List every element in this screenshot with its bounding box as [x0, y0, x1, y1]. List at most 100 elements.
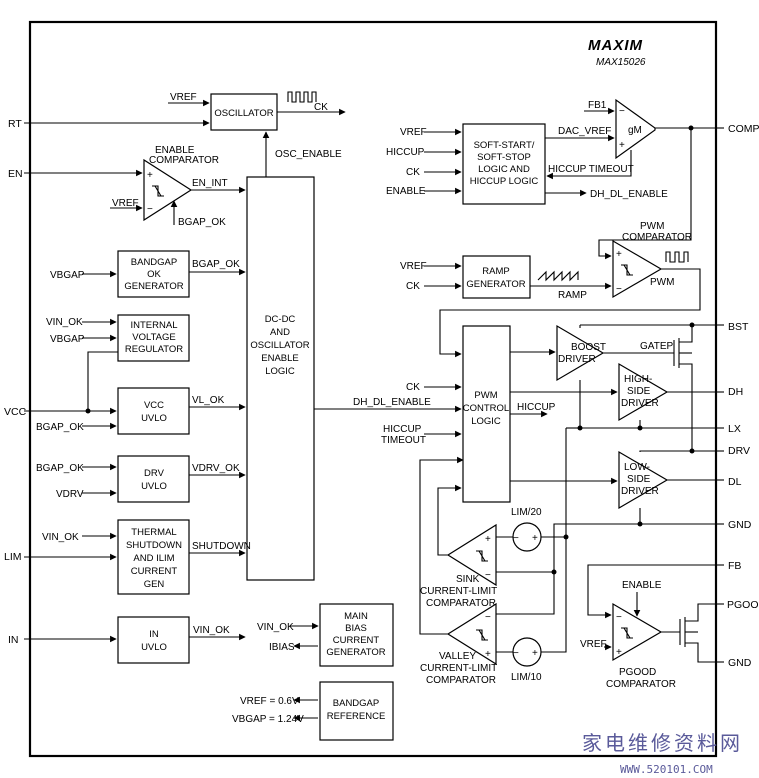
signal-vin-ok-1: VIN_OK	[46, 317, 83, 328]
signal-pwm-out: PWM	[650, 277, 674, 288]
signal-ck-ss: CK	[406, 167, 420, 178]
valley-current-limit-comparator: − +	[446, 602, 497, 666]
pin-bst: BST	[728, 321, 749, 333]
svg-text:+: +	[616, 249, 622, 260]
svg-text:DRV: DRV	[144, 468, 165, 479]
svg-text:REGULATOR: REGULATOR	[125, 344, 183, 355]
signal-vref-osc: VREF	[170, 92, 197, 103]
pin-in: IN	[8, 634, 19, 646]
signal-enable-pgood: ENABLE	[622, 580, 662, 591]
svg-text:−: −	[147, 204, 153, 215]
svg-text:+: +	[616, 647, 622, 658]
sink-label-3: COMPARATOR	[426, 598, 496, 609]
pwm-comparator: + −	[612, 239, 663, 299]
pin-dh: DH	[728, 386, 743, 398]
signal-vref-value: VREF = 0.6V	[240, 696, 299, 707]
svg-text:+: +	[485, 534, 491, 545]
signal-bgap-ok-3: BGAP_OK	[36, 463, 84, 474]
signal-osc-enable: OSC_ENABLE	[275, 149, 342, 160]
signal-enable-ss: ENABLE	[386, 186, 426, 197]
signal-vin-ok-2: VIN_OK	[42, 532, 79, 543]
signal-shutdown: SHUTDOWN	[192, 541, 251, 552]
oscillator-block: OSCILLATOR	[210, 93, 278, 131]
svg-text:BANDGAP: BANDGAP	[333, 698, 379, 709]
soft-start-logic-block: SOFT-START/ SOFT-STOP LOGIC AND HICCUP L…	[462, 123, 546, 205]
signal-lim20: LIM/20	[511, 507, 542, 518]
svg-text:+: +	[532, 533, 538, 544]
pwm-comparator-label-2: COMPARATOR	[622, 232, 692, 243]
watermark-cn: 家电维修资料网	[582, 731, 743, 755]
valley-label-2: CURRENT-LIMIT	[420, 663, 497, 674]
enable-comparator: + −	[143, 158, 193, 222]
svg-text:GENERATOR: GENERATOR	[326, 647, 385, 658]
vcc-uvlo-block: VCC UVLO	[117, 387, 190, 435]
svg-text:SIDE: SIDE	[627, 474, 651, 485]
gm-amplifier: gM − +	[615, 98, 656, 160]
signal-bgap-ok-en: BGAP_OK	[178, 217, 226, 228]
part-number: MAX15026	[596, 57, 646, 68]
svg-text:−: −	[485, 570, 491, 581]
svg-text:REFERENCE: REFERENCE	[327, 711, 386, 722]
sink-label-2: CURRENT-LIMIT	[420, 586, 497, 597]
svg-text:SIDE: SIDE	[627, 386, 651, 397]
svg-text:BOOST: BOOST	[571, 342, 606, 353]
signal-ck-osc: CK	[314, 102, 328, 113]
svg-text:BANDGAP: BANDGAP	[131, 257, 177, 268]
signal-vref-en: VREF	[112, 198, 139, 209]
signal-vref-ramp: VREF	[400, 261, 427, 272]
signal-en-int: EN_INT	[192, 178, 228, 189]
signal-dh-dl-enable-main: DH_DL_ENABLE	[353, 397, 431, 408]
enable-comparator-label-2: COMPARATOR	[149, 155, 219, 166]
signal-vin-ok-out: VIN_OK	[193, 625, 230, 636]
low-side-driver: LOW- SIDE DRIVER	[618, 450, 669, 510]
svg-text:HIGH-: HIGH-	[624, 374, 652, 385]
svg-text:DRIVER: DRIVER	[621, 486, 659, 497]
signal-vref-pgood: VREF	[580, 639, 607, 650]
svg-text:HICCUP LOGIC: HICCUP LOGIC	[470, 176, 539, 187]
svg-text:+: +	[147, 170, 153, 181]
signal-dac-vref: DAC_VREF	[558, 126, 611, 137]
clock-wave-icon	[287, 91, 317, 103]
signal-vbgap-2: VBGAP	[50, 334, 85, 345]
svg-text:VOLTAGE: VOLTAGE	[132, 332, 175, 343]
internal-voltage-regulator-block: INTERNAL VOLTAGE REGULATOR	[117, 314, 190, 362]
svg-text:CURRENT: CURRENT	[131, 566, 178, 577]
pgood-comparator: − +	[612, 602, 663, 662]
pgood-label-2: COMPARATOR	[606, 679, 676, 690]
signal-vin-ok-bias: VIN_OK	[257, 622, 294, 633]
signal-hiccup-timeout-1: HICCUP	[383, 424, 422, 435]
signal-ck-pwm: CK	[406, 382, 420, 393]
signal-vdrv: VDRV	[56, 489, 84, 500]
svg-text:DC-DC: DC-DC	[265, 314, 296, 325]
bandgap-ok-generator-block: BANDGAP OK GENERATOR	[117, 250, 190, 298]
svg-text:LOGIC AND: LOGIC AND	[478, 164, 530, 175]
pin-comp: COMP	[728, 123, 759, 135]
pgood-label-1: PGOOD	[619, 667, 656, 678]
pin-gnd: GND	[728, 519, 752, 531]
signal-hiccup-in: HICCUP	[386, 147, 425, 158]
svg-text:UVLO: UVLO	[141, 413, 167, 424]
signal-vdrv-ok: VDRV_OK	[192, 463, 240, 474]
signal-ck-ramp: CK	[406, 281, 420, 292]
pwm-control-logic-block: PWM CONTROL LOGIC	[462, 325, 511, 503]
svg-text:GEN: GEN	[144, 579, 165, 590]
svg-text:SHUTDOWN: SHUTDOWN	[126, 540, 182, 551]
svg-text:−: −	[513, 648, 519, 659]
signal-hiccup-timeout-ss: HICCUP TIMEOUT	[548, 164, 634, 175]
drv-uvlo-block: DRV UVLO	[117, 455, 190, 503]
pin-lx: LX	[728, 423, 741, 435]
signal-hiccup-out: HICCUP	[517, 402, 556, 413]
svg-text:LOGIC: LOGIC	[265, 366, 295, 377]
svg-text:ENABLE: ENABLE	[261, 353, 299, 364]
svg-text:THERMAL: THERMAL	[131, 527, 176, 538]
lim20-current-source: − +	[512, 522, 542, 552]
signal-lim10: LIM/10	[511, 672, 542, 683]
lim10-current-source: − +	[512, 637, 542, 667]
signal-bgap-ok-2: BGAP_OK	[36, 422, 84, 433]
svg-text:RAMP: RAMP	[482, 266, 509, 277]
signal-bgap-ok-1: BGAP_OK	[192, 259, 240, 270]
svg-text:IN: IN	[149, 629, 159, 640]
svg-text:INTERNAL: INTERNAL	[131, 320, 178, 331]
pin-dl: DL	[728, 476, 742, 488]
